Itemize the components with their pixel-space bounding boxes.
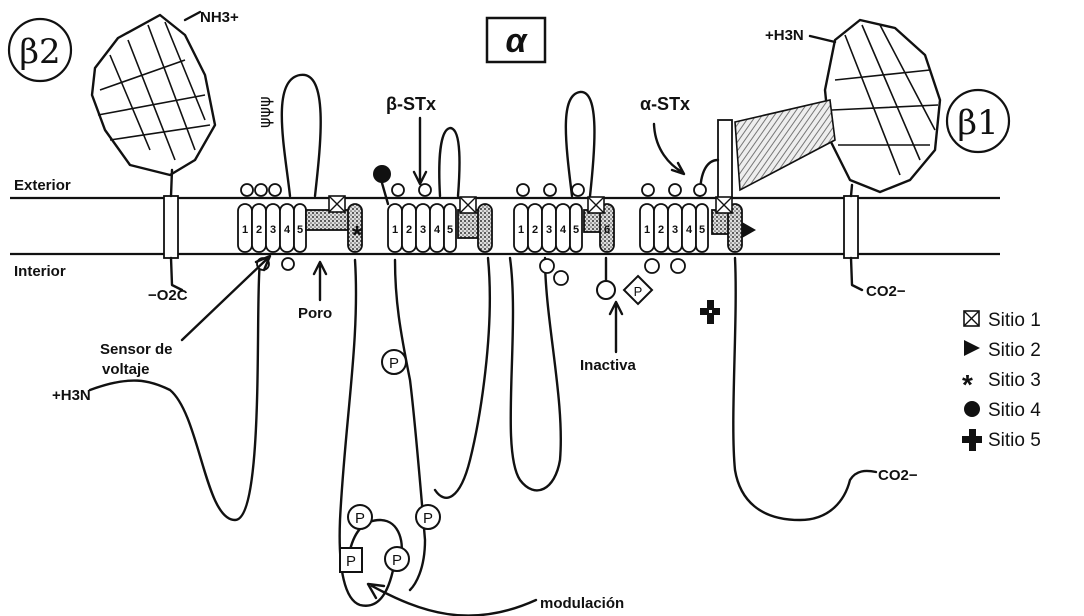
sensor-arrow — [182, 256, 270, 340]
svg-text:P: P — [389, 355, 399, 372]
svg-text:5: 5 — [699, 224, 705, 236]
exterior-label: Exterior — [14, 177, 71, 194]
svg-text:4: 4 — [560, 224, 567, 236]
sensor-label-line2: voltaje — [102, 361, 150, 378]
poro-arrow — [314, 262, 326, 300]
alpha-cterm-label: CO2− — [878, 467, 918, 484]
beta2-cterm-label: −O2C — [148, 287, 188, 304]
modulacion-arrow — [368, 584, 536, 616]
beta2-nh3-label: NH3+ — [200, 9, 239, 26]
svg-text:4: 4 — [284, 224, 291, 236]
legend: Sitio 1 Sitio 2 * Sitio 3 Sitio 4 Sitio … — [962, 310, 1041, 451]
svg-text:3: 3 — [672, 224, 678, 236]
beta1-label: β1 — [957, 103, 998, 143]
legend-item-sitio-3: * Sitio 3 — [962, 369, 1041, 400]
sensor-label-line1: Sensor de — [100, 341, 173, 358]
beta-stx-arrow — [414, 118, 426, 184]
svg-text:Sitio 2: Sitio 2 — [988, 340, 1041, 361]
svg-text:*: * — [962, 369, 973, 400]
svg-text:2: 2 — [658, 224, 664, 236]
site3-marker: * — [352, 220, 363, 250]
interior-label: Interior — [14, 263, 66, 280]
beta2-label: β2 — [19, 32, 60, 72]
svg-text:P: P — [634, 284, 643, 299]
legend-item-sitio-2: Sitio 2 — [964, 340, 1041, 361]
beta1-h3n-label: +H3N — [765, 27, 804, 44]
beta2-tm-segment — [164, 196, 178, 258]
svg-text:3: 3 — [270, 224, 276, 236]
alpha-stalk-right — [718, 120, 732, 198]
alpha-stx-arrow — [654, 124, 684, 174]
poro-label: Poro — [298, 305, 332, 322]
svg-text:P: P — [355, 510, 365, 527]
svg-text:2: 2 — [256, 224, 262, 236]
site4-marker — [373, 165, 391, 183]
svg-text:P: P — [346, 553, 356, 570]
svg-text:1: 1 — [392, 224, 398, 236]
legend-item-sitio-4: Sitio 4 — [964, 400, 1041, 421]
beta-stx-label: β-STx — [386, 94, 436, 114]
svg-text:2: 2 — [406, 224, 412, 236]
beta1-tm-segment — [844, 196, 858, 258]
legend-item-sitio-5: Sitio 5 — [962, 429, 1041, 451]
svg-text:4: 4 — [686, 224, 693, 236]
svg-text:Sitio 5: Sitio 5 — [988, 430, 1041, 451]
svg-text:Sitio 1: Sitio 1 — [988, 310, 1041, 331]
svg-text:P: P — [423, 510, 433, 527]
svg-text:3: 3 — [420, 224, 426, 236]
alpha-stx-label: α-STx — [640, 94, 690, 114]
svg-text:1: 1 — [518, 224, 524, 236]
beta1-cterm-label: CO2− — [866, 283, 906, 300]
svg-text:Sitio 4: Sitio 4 — [988, 400, 1041, 421]
alpha-title: α — [505, 22, 528, 60]
beta1-ig-domain — [825, 20, 940, 192]
svg-text:1: 1 — [242, 224, 248, 236]
svg-text:5: 5 — [573, 224, 579, 236]
site5-marker — [700, 300, 720, 324]
svg-text:6: 6 — [604, 224, 610, 236]
svg-text:1: 1 — [644, 224, 650, 236]
site4-line — [382, 183, 388, 204]
svg-text:Sitio 3: Sitio 3 — [988, 370, 1041, 391]
svg-text:P: P — [392, 552, 402, 569]
beta2-ig-domain — [92, 12, 215, 175]
inactiva-arrow — [610, 302, 622, 352]
beta1-alpha-link — [735, 100, 835, 190]
svg-text:5: 5 — [297, 224, 303, 236]
modulacion-label: modulación — [540, 595, 624, 612]
svg-text:4: 4 — [434, 224, 441, 236]
inactiva-label: Inactiva — [580, 357, 637, 374]
svg-text:5: 5 — [447, 224, 453, 236]
beta1-nterm-line — [810, 36, 835, 42]
legend-item-sitio-1: Sitio 1 — [964, 310, 1041, 331]
phospho-sites: P P P P P P — [340, 276, 652, 572]
glyco-symbol: ψψψ — [255, 96, 274, 128]
site2-marker — [742, 222, 756, 238]
svg-text:2: 2 — [532, 224, 538, 236]
alpha-nterm-label: +H3N — [52, 387, 91, 404]
svg-text:3: 3 — [546, 224, 552, 236]
